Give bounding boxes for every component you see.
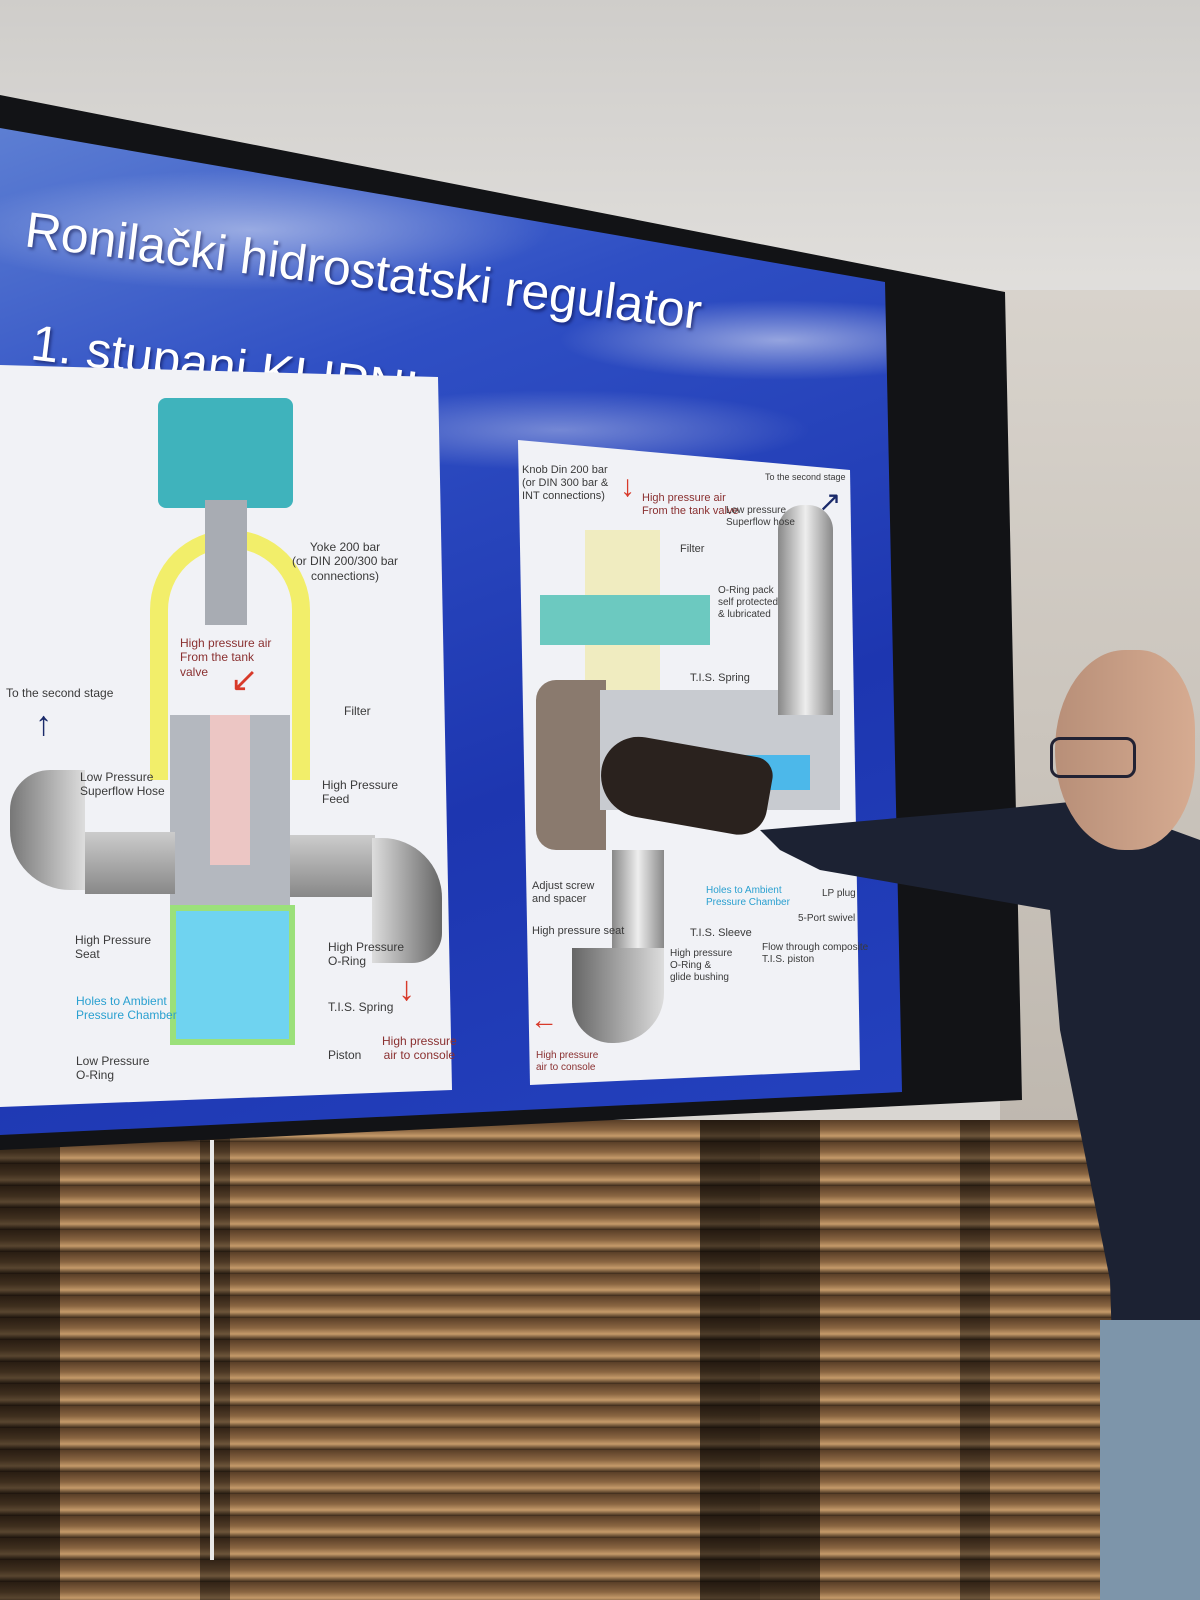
label-hp-console: High pressure air to console	[382, 1034, 457, 1063]
label-second-stage: To the second stage	[765, 472, 846, 482]
label-hp-feed: High Pressure Feed	[322, 778, 399, 807]
label-lp-hose: Low pressure Superflow hose	[726, 505, 795, 528]
yoke-screw	[205, 500, 247, 625]
label-holes-ambient: Holes to Ambient Pressure Chamber	[706, 885, 790, 908]
arrow-left-icon: ←	[530, 1004, 558, 1035]
high-pressure-chamber	[210, 715, 250, 865]
label-piston: Piston	[328, 1048, 362, 1062]
label-filter: Filter	[680, 543, 705, 555]
label-hp-console: High pressure air to console	[536, 1050, 599, 1073]
valve-knob	[158, 398, 293, 508]
label-hp-seat: High Pressure Seat	[75, 933, 152, 962]
hose-fitting-down	[612, 850, 664, 950]
piston-chamber	[170, 905, 295, 1045]
label-tis-spring: T.I.S. Spring	[328, 1000, 394, 1014]
label-adjust-screw: Adjust screw and spacer	[532, 880, 595, 906]
label-composite-piston: Flow through composite T.I.S. piston	[762, 942, 869, 965]
arrow-down-icon: ↓	[620, 470, 635, 503]
arrow-up-right-icon: ↗	[818, 486, 842, 517]
label-knob-din: Knob Din 200 bar (or DIN 300 bar & INT c…	[522, 464, 609, 503]
label-hp-seat: High pressure seat	[532, 925, 625, 937]
label-hp-air-tank: High pressure air From the tank valve	[642, 492, 739, 518]
adjust-housing	[536, 680, 606, 850]
din-knob	[540, 595, 710, 645]
presenter-jeans	[1100, 1320, 1200, 1600]
label-hp-oring-bushing: High pressure O-Ring & glide bushing	[670, 948, 733, 983]
label-yoke: Yoke 200 bar (or DIN 200/300 bar connect…	[292, 540, 399, 583]
glasses	[1050, 737, 1136, 778]
label-filter: Filter	[344, 704, 371, 718]
arrow-curve-icon: ↙	[230, 661, 259, 699]
hp-hose-down	[572, 948, 664, 1043]
arrow-down-icon: ↓	[398, 970, 415, 1008]
presenter-head	[1055, 650, 1195, 850]
label-oring-pack: O-Ring pack self protected & lubricated	[718, 585, 779, 620]
label-lp-oring: Low Pressure O-Ring	[76, 1054, 150, 1083]
hose-fitting-left	[85, 832, 175, 894]
label-second-stage: To the second stage	[6, 686, 114, 700]
label-tis-sleeve: T.I.S. Sleeve	[690, 927, 752, 939]
label-holes-ambient: Holes to Ambient Pressure Chamber	[76, 994, 177, 1023]
label-hp-air-tank: High pressure air From the tank valve	[180, 636, 272, 679]
arrow-up-icon: ↑	[35, 705, 52, 743]
label-lp-hose: Low Pressure Superflow Hose	[80, 770, 165, 799]
blinds-shadow	[0, 1120, 1200, 1600]
superflow-hose-up	[778, 505, 833, 715]
label-hp-oring: High Pressure O-Ring	[328, 940, 405, 969]
label-tis-spring: T.I.S. Spring	[690, 672, 750, 684]
hose-fitting-right	[290, 835, 375, 897]
label-lp-plug: LP plug	[822, 888, 856, 899]
label-5port-swivel: 5-Port swivel	[798, 913, 856, 924]
blind-cord	[210, 1140, 214, 1560]
